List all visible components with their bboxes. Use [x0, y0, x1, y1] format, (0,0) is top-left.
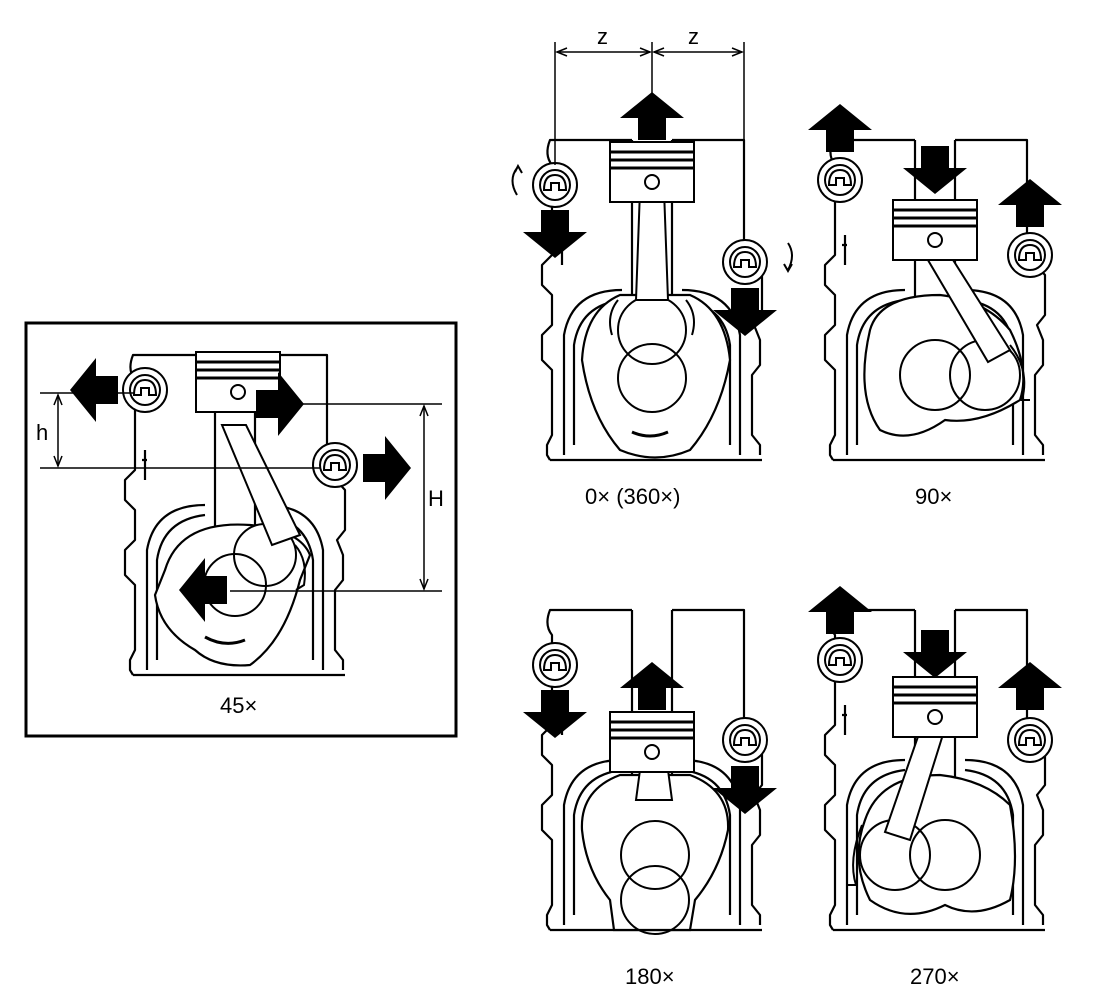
- caption-45: 45×: [220, 693, 257, 718]
- figure-270deg: 270×: [808, 586, 1062, 989]
- caption-0: 0× (360×): [585, 484, 680, 509]
- caption-90: 90×: [915, 484, 952, 509]
- caption-270: 270×: [910, 964, 960, 989]
- figure-frame: [24, 321, 458, 738]
- dimension-z-left: z: [597, 24, 608, 49]
- figure-90deg: 90×: [808, 104, 1062, 509]
- figure-180deg: 180×: [523, 608, 777, 989]
- caption-180: 180×: [625, 964, 675, 989]
- figure-0deg: z z 0× (360×): [511, 24, 793, 509]
- dimension-z-right: z: [688, 24, 699, 49]
- figure-45deg: h H 45×: [24, 321, 458, 738]
- dimension-h-label: h: [36, 420, 48, 445]
- dimension-H-label: H: [428, 486, 444, 511]
